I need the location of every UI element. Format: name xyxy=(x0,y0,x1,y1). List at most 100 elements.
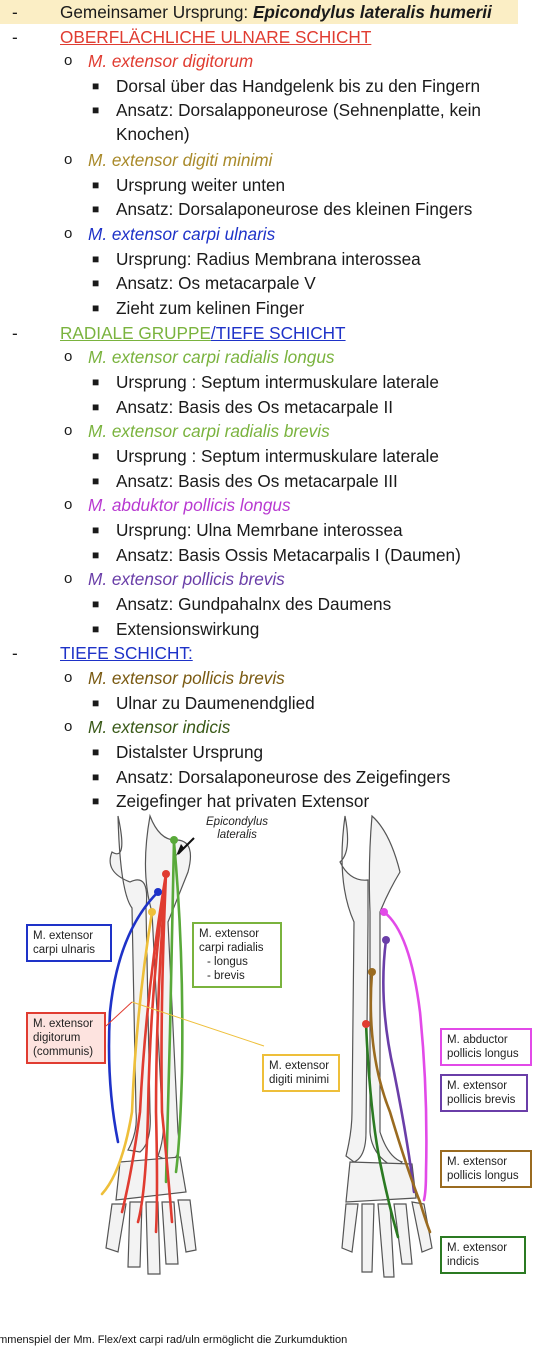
carpi-radialis-brevis-path xyxy=(172,840,184,1174)
detail-line: ■ Dorsal über das Handgelenk bis zu den … xyxy=(0,74,558,98)
common-origin-line: - Gemeinsamer Ursprung: Epicondylus late… xyxy=(0,0,558,24)
detail-text: Dorsal über das Handgelenk bis zu den Fi… xyxy=(116,76,481,96)
heading-text: RADIALE GRUPPE/TIEFE SCHICHT xyxy=(60,323,346,343)
dot xyxy=(368,968,376,976)
bullet-circle: o xyxy=(64,718,73,735)
bullet-square: ■ xyxy=(92,745,100,759)
detail-line: ■ Ulnar zu Daumenendglied xyxy=(0,691,558,715)
dot xyxy=(382,936,390,944)
detail-text: Ursprung weiter unten xyxy=(116,175,286,195)
bullet-circle: o xyxy=(64,496,73,513)
detail-text: Zieht zum kelinen Finger xyxy=(116,298,305,318)
detail-line: ■ Ansatz: Basis des Os metacarpale III xyxy=(0,469,558,493)
heading-radial-group: - RADIALE GRUPPE/TIEFE SCHICHT xyxy=(0,321,558,345)
muscle-extensor-carpi-radialis-longus: o M. extensor carpi radialis longus xyxy=(0,345,558,369)
right-forearm-bones xyxy=(339,814,433,1278)
detail-text: Ansatz: Gundpahalnx des Daumens xyxy=(116,594,392,614)
bullet-square: ■ xyxy=(92,770,100,784)
bullet-square: ■ xyxy=(92,696,100,710)
left-origin-dots xyxy=(148,836,178,916)
pollicis-brevis-path xyxy=(382,938,416,1194)
detail-line: ■ Distalster Ursprung xyxy=(0,740,558,764)
dot xyxy=(162,870,170,878)
bullet-square: ■ xyxy=(92,400,100,414)
detail-text: Knochen) xyxy=(116,124,190,144)
arrow-head xyxy=(176,844,184,856)
bullet-square: ■ xyxy=(92,103,100,117)
muscle-name: M. extensor carpi ulnaris xyxy=(88,224,276,244)
abductor-pollicis-path xyxy=(382,910,428,1202)
bullet-dash: - xyxy=(12,2,18,22)
detail-text: Ansatz: Basis Ossis Metacarpalis I (Daum… xyxy=(116,545,461,565)
digitorum-path-1 xyxy=(120,872,168,1214)
bullet-circle: o xyxy=(64,225,73,242)
detail-text: Ansatz: Os metacarpale V xyxy=(116,273,316,293)
digitorum-path-4 xyxy=(160,872,174,1224)
bullet-square: ■ xyxy=(92,474,100,488)
carpi-radialis-longus-path xyxy=(164,838,176,1184)
detail-text: Ursprung : Septum intermuskulare lateral… xyxy=(116,446,439,466)
detail-text: Ursprung : Septum intermuskulare lateral… xyxy=(116,372,439,392)
bullet-dash: - xyxy=(12,27,18,47)
arrow-line xyxy=(177,837,195,855)
right-muscle-paths xyxy=(364,910,432,1239)
detail-text: Ansatz: Basis des Os metacarpale III xyxy=(116,471,398,491)
indicis-path xyxy=(364,1022,400,1239)
highlight xyxy=(0,0,518,24)
right-origin-dots xyxy=(362,908,390,1028)
detail-text: Ansatz: Dorsalapponeurose (Sehnenplatte,… xyxy=(116,100,481,120)
bullet-square: ■ xyxy=(92,523,100,537)
detail-text: Extensionswirkung xyxy=(116,619,260,639)
digitorum-path-2 xyxy=(136,872,168,1224)
muscle-extensor-carpi-radialis-brevis: o M. extensor carpi radialis brevis xyxy=(0,419,558,443)
digiti-minimi-path xyxy=(100,910,154,1196)
muscle-abduktor-pollicis-longus: o M. abduktor pollicis longus xyxy=(0,493,558,517)
detail-line: ■ Ansatz: Dorsalaponeurose des kleinen F… xyxy=(0,197,558,221)
bullet-circle: o xyxy=(64,348,73,365)
dot xyxy=(154,888,162,896)
detail-line: ■ Ursprung : Septum intermuskulare later… xyxy=(0,444,558,468)
bullet-square: ■ xyxy=(92,178,100,192)
bullet-square: ■ xyxy=(92,548,100,562)
detail-line: ■ Ansatz: Basis Ossis Metacarpalis I (Da… xyxy=(0,543,558,567)
detail-line: ■ Extensionswirkung xyxy=(0,617,558,641)
bullet-circle: o xyxy=(64,422,73,439)
heading-text: TIEFE SCHICHT: xyxy=(60,643,193,663)
left-muscle-paths xyxy=(100,838,184,1234)
heading-superficial-ulnar: - OBERFLÄCHLICHE ULNARE SCHICHT xyxy=(0,25,558,49)
digitorum-path-3 xyxy=(154,872,168,1234)
detail-text: Distalster Ursprung xyxy=(116,742,264,762)
carpi-ulnaris-path xyxy=(107,890,160,1144)
bullet-dash: - xyxy=(12,323,18,343)
muscle-extensor-carpi-ulnaris: o M. extensor carpi ulnaris xyxy=(0,222,558,246)
bullet-square: ■ xyxy=(92,597,100,611)
muscle-extensor-pollicis-brevis: o M. extensor pollicis brevis xyxy=(0,567,558,591)
pollicis-longus-path xyxy=(369,970,432,1234)
bullet-circle: o xyxy=(64,52,73,69)
muscle-extensor-indicis: o M. extensor indicis xyxy=(0,715,558,739)
muscle-name: M. extensor pollicis brevis xyxy=(88,668,285,688)
detail-line: ■ Ansatz: Dorsalapponeurose (Sehnenplatt… xyxy=(0,98,558,122)
detail-text: Ulnar zu Daumenendglied xyxy=(116,693,315,713)
bullet-circle: o xyxy=(64,669,73,686)
detail-text: Ursprung: Radius Membrana interossea xyxy=(116,249,421,269)
common-origin-text: Gemeinsamer Ursprung: Epicondylus latera… xyxy=(60,2,492,22)
bullet-square: ■ xyxy=(92,794,100,808)
detail-line: ■ Ursprung: Radius Membrana interossea xyxy=(0,247,558,271)
muscle-name: M. extensor pollicis brevis xyxy=(88,569,285,589)
bullet-square: ■ xyxy=(92,252,100,266)
muscle-name: M. extensor digitorum xyxy=(88,51,254,71)
bullet-square: ■ xyxy=(92,449,100,463)
bullet-square: ■ xyxy=(92,79,100,93)
detail-text: Ursprung: Ulna Memrbane interossea xyxy=(116,520,403,540)
detail-line: ■ Ursprung: Ulna Memrbane interossea xyxy=(0,518,558,542)
bullet-circle: o xyxy=(64,570,73,587)
bullet-square: ■ xyxy=(92,622,100,636)
muscle-name: M. abduktor pollicis longus xyxy=(88,495,291,515)
heading-text: OBERFLÄCHLICHE ULNARE SCHICHT xyxy=(60,27,372,47)
